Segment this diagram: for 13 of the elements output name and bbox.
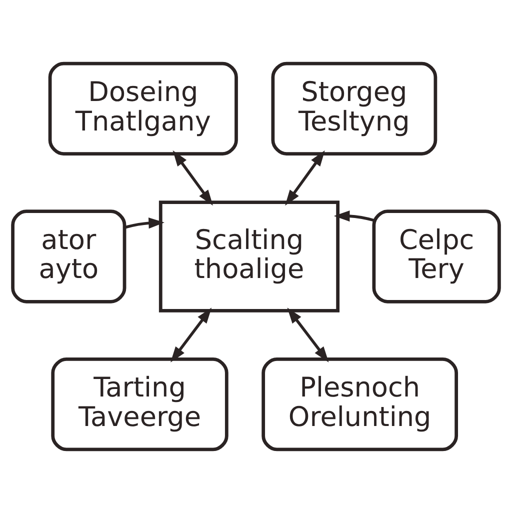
arrow <box>285 150 325 206</box>
arrow <box>124 217 164 228</box>
arrow <box>172 150 213 206</box>
arrow <box>170 307 212 362</box>
arrow <box>334 210 374 222</box>
arrow <box>287 307 329 362</box>
node-box: Celpc Tery <box>372 209 501 303</box>
node-box: Scalting thoalige <box>158 200 340 312</box>
node-box: Doseing Tnatlgany <box>48 61 238 155</box>
node-box: Storgeg Tesltyng <box>271 61 438 155</box>
node-box: Plesnoch Orelunting <box>262 357 458 451</box>
node-box: Tarting Taveerge <box>51 357 228 451</box>
node-box: ator ayto <box>11 209 126 303</box>
